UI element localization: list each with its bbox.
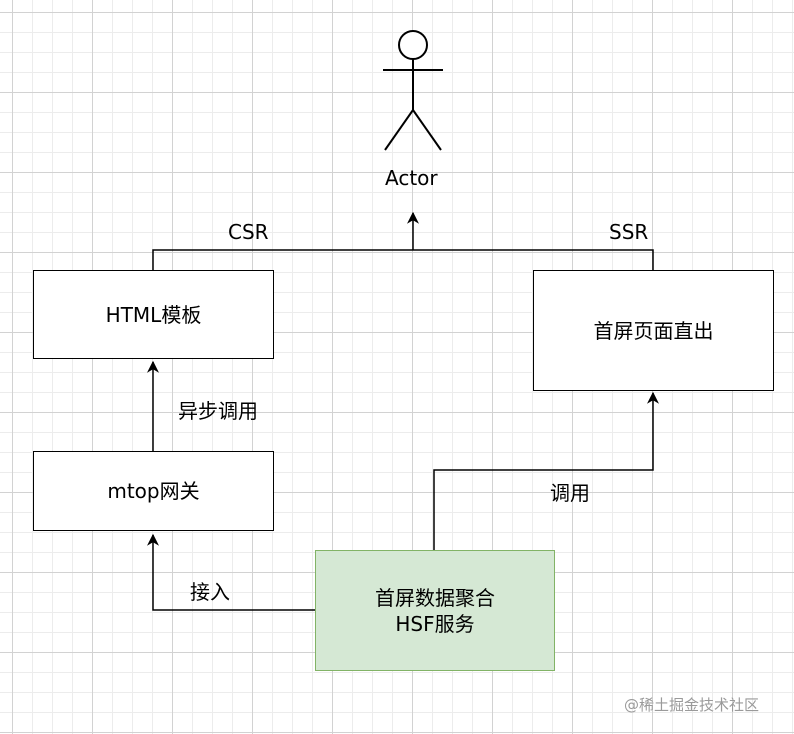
- ssr-label: SSR: [609, 220, 649, 244]
- first-screen-direct-node[interactable]: 首屏页面直出: [533, 270, 774, 391]
- actor-right-leg: [412, 109, 442, 151]
- mtop-gateway-node[interactable]: mtop网关: [33, 451, 274, 531]
- csr-label: CSR: [228, 220, 269, 244]
- html-template-node[interactable]: HTML模板: [33, 270, 274, 359]
- aggregation-service-node[interactable]: 首屏数据聚合 HSF服务: [315, 550, 555, 671]
- call-arrow: [433, 391, 659, 550]
- actor-figure: [383, 30, 443, 151]
- call-label: 调用: [550, 481, 590, 505]
- actor-head: [398, 30, 428, 60]
- access-arrow: [147, 533, 315, 611]
- actor-left-leg: [384, 109, 414, 151]
- async-call-label: 异步调用: [178, 399, 258, 423]
- access-label: 接入: [190, 580, 230, 604]
- watermark: @稀土掘金技术社区: [624, 696, 760, 714]
- actor-label: Actor: [385, 166, 438, 190]
- csr-ssr-connector: [152, 249, 654, 270]
